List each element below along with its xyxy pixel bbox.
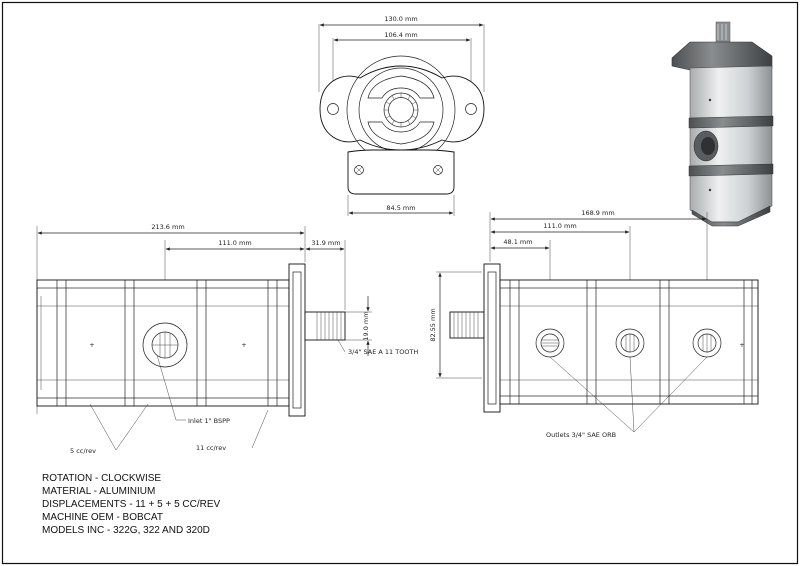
dim-left-shaft-dia: 19.0 mm	[362, 311, 370, 340]
dim-right-overall: 168.9 mm	[581, 209, 614, 217]
svg-text:+: +	[739, 341, 744, 349]
callout-outlets: Outlets 3/4" SAE ORB	[546, 431, 616, 439]
svg-text:+: +	[241, 341, 246, 349]
callout-shaft: 3/4" SAE A 11 TOOTH	[348, 348, 418, 356]
front-view: 130.0 mm 106.4 mm	[318, 15, 485, 216]
dim-front-overall: 130.0 mm	[384, 15, 417, 23]
right-side-view: 168.9 mm 111.0 mm 48.1 mm 82.55 mm	[429, 209, 759, 413]
dim-left-shaft: 31.9 mm	[311, 239, 340, 247]
callout-section-5: 5 cc/rev	[70, 447, 96, 455]
note-models: MODELS INC - 322G, 322 AND 320D	[42, 525, 210, 536]
note-material: MATERIAL - ALUMINIUM	[42, 486, 155, 497]
note-displacements: DISPLACEMENTS - 11 + 5 + 5 CC/REV	[42, 499, 221, 510]
callouts: 3/4" SAE A 11 TOOTH Inlet 1" BSPP 5 cc/r…	[70, 339, 708, 455]
callout-section-11: 11 cc/rev	[196, 444, 226, 452]
note-rotation: ROTATION - CLOCKWISE	[42, 473, 161, 484]
pump-render-image	[671, 21, 774, 227]
left-side-view: 213.6 mm 111.0 mm 31.9 mm	[36, 223, 372, 417]
dim-right-mount: 111.0 mm	[543, 222, 576, 230]
svg-text:+: +	[89, 341, 94, 349]
dim-left-overall: 213.6 mm	[151, 223, 184, 231]
callout-inlet: Inlet 1" BSPP	[188, 417, 230, 425]
front-bolt-hole-left	[327, 103, 339, 115]
note-machine-oem: MACHINE OEM - BOBCAT	[42, 512, 163, 523]
dim-right-first: 48.1 mm	[503, 238, 532, 246]
dim-right-pilot: 82.55 mm	[429, 308, 437, 341]
dim-front-bottom-width: 84.5 mm	[386, 204, 415, 212]
dim-left-mount: 111.0 mm	[218, 239, 251, 247]
dim-front-bolt-spacing: 106.4 mm	[384, 31, 417, 39]
spec-notes: ROTATION - CLOCKWISE MATERIAL - ALUMINIU…	[42, 473, 221, 536]
front-bolt-hole-right	[465, 103, 477, 115]
